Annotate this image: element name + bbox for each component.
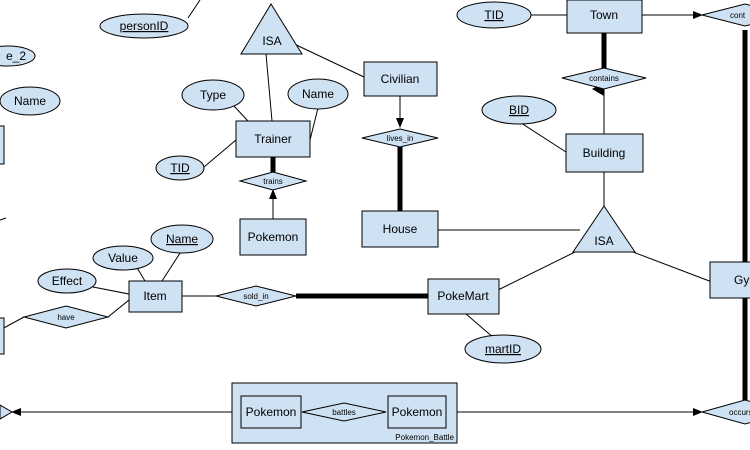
relationship-left-partial[interactable] <box>0 404 13 420</box>
line-personid-up <box>187 0 201 19</box>
attribute-martid[interactable] <box>464 334 542 364</box>
attribute-left-partial[interactable] <box>0 45 36 67</box>
entity-pokemon-trainer-label: Pokemon <box>248 230 299 244</box>
isa-top[interactable] <box>240 3 303 55</box>
relationship-trains[interactable] <box>238 171 308 191</box>
attribute-value[interactable] <box>92 245 154 271</box>
attribute-type-label: Type <box>200 88 226 102</box>
entity-item-label: Item <box>143 289 166 303</box>
aggregate-pokemon-battle-label: Pokemon_Battle <box>395 433 454 442</box>
entity-gym-partial-label: Gym <box>734 273 750 287</box>
line-isa-pokemart <box>497 251 576 291</box>
attribute-tid-trainer-label: TID <box>170 161 190 175</box>
attribute-trainer-name-label: Name <box>302 87 334 101</box>
relationship-occurs-partial-label: occurs <box>729 408 750 417</box>
isa-building[interactable] <box>572 205 636 253</box>
relationship-have[interactable] <box>22 305 110 329</box>
connectors <box>0 0 748 416</box>
entity-civilian[interactable] <box>363 61 438 97</box>
attribute-name-left-label: Name <box>14 94 46 108</box>
line-isa-civilian <box>289 41 365 78</box>
attribute-personid-label: personID <box>120 19 169 33</box>
entity-pokemon-battle-2-label: Pokemon <box>392 405 443 419</box>
entity-building-label: Building <box>583 146 626 160</box>
line-name-trainer <box>309 107 319 141</box>
attribute-name-left[interactable] <box>0 86 61 116</box>
left-partials: e_2 Name <box>0 45 61 420</box>
attribute-type[interactable] <box>181 79 245 111</box>
line-pokemart-martid <box>465 313 495 339</box>
isa-building-label: ISA <box>594 234 613 248</box>
line-bid-building <box>517 120 567 153</box>
attribute-bid[interactable] <box>481 95 557 125</box>
attribute-trainer-name[interactable] <box>287 78 349 110</box>
entity-pokemon-battle-2[interactable] <box>387 395 447 429</box>
entity-house-label: House <box>383 222 418 236</box>
relationship-have-label: have <box>57 313 75 322</box>
attribute-bid-label: BID <box>509 103 529 117</box>
relationship-sold-in[interactable] <box>215 285 297 307</box>
relationship-occurs-partial[interactable] <box>700 399 750 425</box>
relationship-battles[interactable] <box>301 402 387 422</box>
relationship-contains[interactable] <box>561 67 647 90</box>
relationship-trains-label: trains <box>263 177 283 186</box>
relationship-lives-in[interactable] <box>361 128 439 148</box>
entity-left-partial-2[interactable] <box>0 317 5 355</box>
entity-trainer[interactable] <box>235 120 311 158</box>
attribute-item-name[interactable] <box>150 224 214 254</box>
attribute-tid-town-label: TID <box>484 8 504 22</box>
entity-trainer-label: Trainer <box>254 132 292 146</box>
attribute-effect[interactable] <box>37 268 97 294</box>
line-tid-trainer <box>203 139 237 168</box>
line-type-trainer <box>233 105 249 122</box>
attribute-effect-label: Effect <box>52 274 83 288</box>
entity-town-label: Town <box>590 8 618 22</box>
entity-pokemart[interactable] <box>427 278 500 315</box>
isa-top-label: ISA <box>262 34 281 48</box>
relationship-contains-label: contains <box>589 74 619 83</box>
entity-pokemon-battle-1-label: Pokemon <box>246 405 297 419</box>
entity-left-partial-1[interactable] <box>0 125 5 165</box>
attribute-tid-town[interactable] <box>456 1 532 29</box>
entity-town[interactable] <box>566 0 643 34</box>
attribute-tid-trainer[interactable] <box>155 155 205 181</box>
attribute-value-label: Value <box>108 251 138 265</box>
line-have-item <box>107 299 130 318</box>
attribute-item-name-label: Name <box>166 232 198 246</box>
entity-pokemon-battle-1[interactable] <box>240 395 302 429</box>
attribute-martid-label: martID <box>485 342 521 356</box>
entity-house[interactable] <box>361 210 439 248</box>
relationship-top-right-partial[interactable] <box>701 3 750 27</box>
line-name-item <box>161 249 183 282</box>
attribute-left-partial-label: e_2 <box>6 49 26 63</box>
line-effect-item <box>92 286 130 295</box>
relationship-sold-in-label: sold_in <box>243 292 268 301</box>
entity-item[interactable] <box>128 280 183 313</box>
line-isa-trainer <box>265 53 273 122</box>
entity-gym-partial[interactable] <box>709 261 750 299</box>
line-left-tick <box>0 217 7 221</box>
attribute-personid[interactable] <box>99 13 189 39</box>
entity-building[interactable] <box>565 133 644 173</box>
entity-civilian-label: Civilian <box>381 72 420 86</box>
line-isa-gym <box>632 251 713 283</box>
entity-pokemart-label: PokeMart <box>437 289 489 303</box>
relationship-battles-label: battles <box>332 408 356 417</box>
relationship-top-right-partial-label: cont <box>730 11 746 20</box>
entity-pokemon-trainer[interactable] <box>239 218 307 256</box>
relationship-lives-in-label: lives_in <box>387 134 414 143</box>
